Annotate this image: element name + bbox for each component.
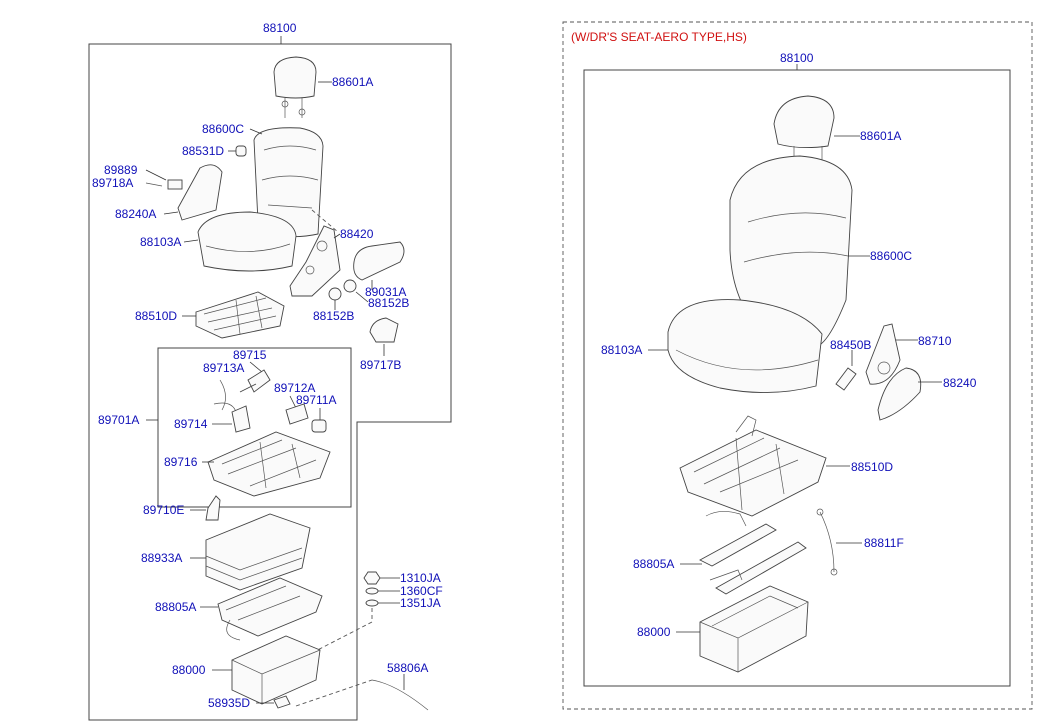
label-backrest: 88600C xyxy=(202,122,244,136)
recliner-part xyxy=(289,225,341,297)
bolt-part xyxy=(273,695,291,709)
label-headrest: 88601A xyxy=(332,75,373,89)
suspension-subframe xyxy=(157,347,352,508)
right-assembly-frame xyxy=(583,69,1011,687)
right-label-cushion: 88103A xyxy=(601,343,642,357)
label-riser: 88000 xyxy=(172,663,206,677)
switch-part xyxy=(369,317,399,343)
right-dashed-frame xyxy=(562,21,1033,710)
label-guide: 88531D xyxy=(182,144,224,158)
label-switch: 89717B xyxy=(360,358,401,372)
label-lifter-b: 89712A xyxy=(274,381,315,395)
label-knob-cover: 89031A xyxy=(365,285,406,299)
right-lever-small-part xyxy=(835,367,857,391)
label-slide-rail: 88805A xyxy=(155,600,196,614)
right-label-strap: 88811F xyxy=(864,536,904,550)
label-washer-b: 1351JA xyxy=(400,596,441,610)
label-bracket: 89710E xyxy=(143,503,184,517)
right-assembly-label: 88100 xyxy=(780,51,814,65)
right-panel-title: (W/DR'S SEAT-AERO TYPE,HS) xyxy=(571,30,747,44)
label-cap-right: 88152B xyxy=(368,296,409,310)
label-bolt: 58935D xyxy=(208,696,250,710)
base-cover-part xyxy=(205,513,311,591)
right-label-lever: 88710 xyxy=(918,334,952,348)
label-pump: 89715 xyxy=(233,348,267,362)
label-track: 88510D xyxy=(135,309,177,323)
label-cap-left: 88152B xyxy=(313,309,354,323)
bracket-part xyxy=(205,495,221,521)
label-washer-a: 1360CF xyxy=(400,584,443,598)
right-label-slide-rail: 88805A xyxy=(633,557,674,571)
right-label-headrest: 88601A xyxy=(860,129,901,143)
label-base-frame: 89716 xyxy=(164,455,198,469)
label-recliner: 88420 xyxy=(340,227,374,241)
label-valve: 89714 xyxy=(174,417,208,431)
right-label-track: 88510D xyxy=(851,460,893,474)
right-label-riser: 88000 xyxy=(637,625,671,639)
label-lifter-a: 89713A xyxy=(203,361,244,375)
right-headrest-part xyxy=(773,95,835,149)
label-side-cover: 88240A xyxy=(115,207,156,221)
right-label-backrest: 88600C xyxy=(870,249,912,263)
cushion-part xyxy=(197,211,297,272)
right-slide-rail-lower xyxy=(715,541,807,595)
right-track-part xyxy=(679,429,827,517)
slide-rail-part xyxy=(217,577,323,637)
right-panel: (W/DR'S SEAT-AERO TYPE,HS) 88100 88601A … xyxy=(562,21,1033,710)
right-slide-rail-upper xyxy=(699,523,777,567)
knob-cover-part xyxy=(353,241,405,281)
right-lever-part xyxy=(865,323,901,385)
label-nut: 1310JA xyxy=(400,571,441,585)
right-riser-part xyxy=(699,585,809,673)
right-side-cover-part xyxy=(877,367,922,421)
right-label-lever-small: 88450B xyxy=(830,338,871,352)
right-label-side-cover: 88240 xyxy=(943,376,977,390)
label-cover-small: 89889 xyxy=(104,163,138,177)
base-frame-part xyxy=(207,431,331,497)
label-base-cover: 88933A xyxy=(141,551,182,565)
side-cover-part xyxy=(177,164,223,221)
label-lifter-c: 89711A xyxy=(296,393,336,407)
label-cable: 58806A xyxy=(387,661,428,675)
riser-part xyxy=(231,635,321,705)
left-panel: 88100 88601A 88600C 88531D 89889 89718A … xyxy=(88,21,452,721)
left-assembly-label: 88100 xyxy=(263,21,297,35)
headrest-part xyxy=(273,56,317,99)
label-cushion: 88103A xyxy=(140,235,181,249)
label-belt: 89718A xyxy=(92,176,133,190)
right-cushion-part xyxy=(667,299,823,393)
label-suspension-group: 89701A xyxy=(98,413,139,427)
